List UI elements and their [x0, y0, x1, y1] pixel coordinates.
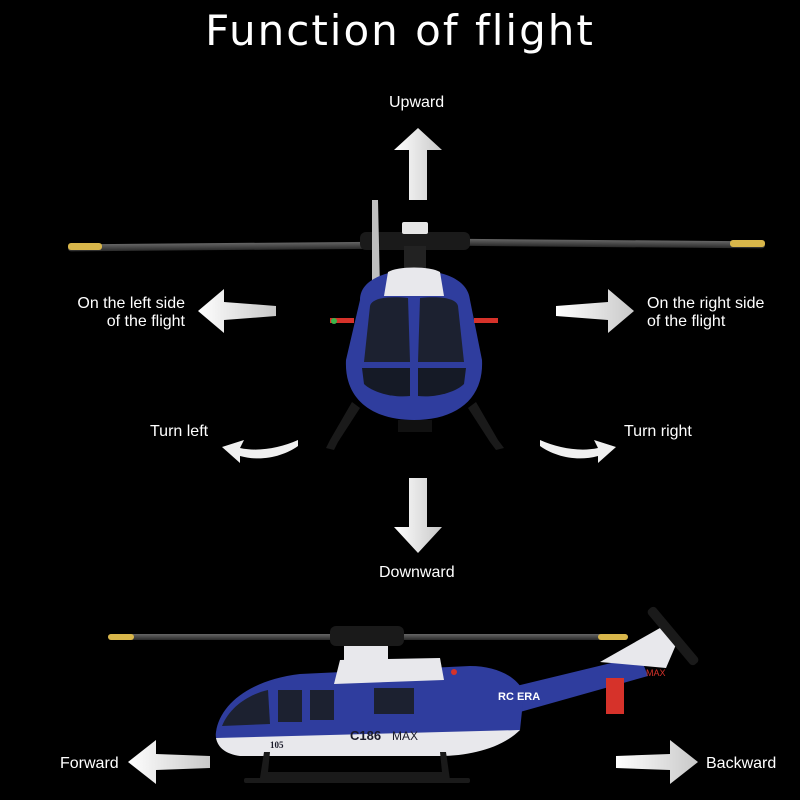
backward-label: Backward [706, 755, 777, 772]
left-side-label: On the left side of the flight [77, 295, 185, 331]
left-side-arrow [198, 289, 276, 333]
tail-text: MAX [646, 668, 666, 678]
turn-right-arrow [540, 440, 616, 463]
helicopter-side-view [108, 606, 699, 783]
right-side-label-line2: of the flight [647, 313, 726, 330]
backward-arrow [616, 740, 698, 784]
page-title: Function of flight [205, 6, 595, 55]
upward-arrow [394, 128, 442, 200]
model-text: C186 [350, 728, 381, 743]
upward-label: Upward [389, 94, 445, 111]
helicopter-front-view [68, 200, 765, 450]
turn-right-label: Turn right [624, 423, 692, 440]
downward-label: Downward [379, 564, 455, 581]
left-side-label-line2: of the flight [106, 313, 185, 330]
model-suffix-text: MAX [392, 729, 418, 743]
forward-label: Forward [60, 755, 119, 772]
left-side-label-line1: On the left side [77, 295, 185, 312]
side-number-text: 105 [270, 740, 284, 750]
brand-text: RC ERA [498, 691, 540, 703]
forward-arrow [128, 740, 210, 784]
downward-arrow [394, 478, 442, 553]
turn-left-arrow [222, 440, 298, 463]
right-side-label-line1: On the right side [647, 295, 765, 312]
right-side-arrow [556, 289, 634, 333]
turn-left-label: Turn left [150, 423, 209, 440]
right-side-label: On the right side of the flight [647, 295, 764, 331]
